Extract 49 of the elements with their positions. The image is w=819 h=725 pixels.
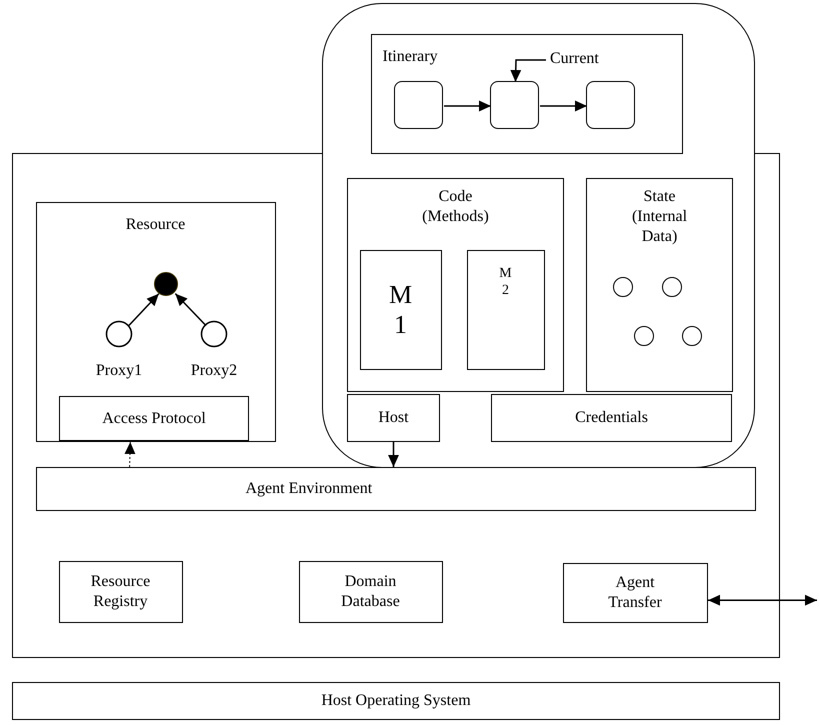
arrow bbox=[540, 100, 587, 112]
protocol-box bbox=[59, 396, 249, 441]
box-label: Host Operating System bbox=[321, 691, 471, 711]
box-label: Domain Database bbox=[340, 572, 401, 612]
credentials-box bbox=[491, 394, 732, 442]
proxy-label: Proxy2 bbox=[190, 361, 238, 381]
method-box bbox=[466, 250, 544, 370]
box-label: Host bbox=[378, 408, 409, 428]
panel-heading: State (Internal Data) bbox=[630, 187, 688, 247]
state-panel bbox=[586, 178, 733, 392]
itinerary-panel bbox=[370, 34, 682, 154]
box-label: Agent Transfer bbox=[607, 572, 663, 612]
panel-heading: Resource bbox=[126, 214, 186, 234]
itinerary-step-box bbox=[394, 81, 443, 129]
agent-container bbox=[322, 3, 755, 468]
data-circle bbox=[662, 276, 682, 296]
box-label: Access Protocol bbox=[102, 408, 206, 428]
box-label: M 1 bbox=[388, 280, 414, 340]
arrow bbox=[174, 293, 207, 326]
double-arrow bbox=[708, 594, 817, 606]
data-circle bbox=[612, 276, 632, 296]
proxy-label: Proxy1 bbox=[94, 361, 144, 381]
os-bar bbox=[12, 682, 780, 720]
data-circle bbox=[634, 326, 654, 346]
arrow bbox=[444, 100, 491, 112]
box-label: Agent Environment bbox=[246, 478, 372, 498]
method-box bbox=[360, 250, 442, 370]
dotted-arrow bbox=[124, 442, 136, 468]
platform-frame bbox=[12, 153, 780, 658]
pointer-label: Current bbox=[550, 50, 599, 67]
panel-heading: Itinerary bbox=[382, 46, 438, 66]
resource-dot bbox=[154, 272, 178, 296]
box-label: Credentials bbox=[575, 408, 648, 428]
component-box bbox=[562, 562, 708, 622]
box-label: M 2 bbox=[498, 264, 513, 298]
component-box bbox=[298, 560, 442, 622]
arrow bbox=[128, 293, 160, 326]
arrow bbox=[388, 442, 399, 467]
itinerary-step-box bbox=[586, 81, 635, 129]
arrow bbox=[510, 59, 546, 82]
panel-heading: Code (Methods) bbox=[421, 187, 490, 227]
resource-panel bbox=[36, 202, 276, 442]
box-label: Resource Registry bbox=[90, 572, 152, 612]
data-circle bbox=[682, 326, 702, 346]
environment-bar bbox=[36, 466, 756, 510]
component-box bbox=[58, 560, 182, 622]
code-panel bbox=[347, 178, 564, 392]
host-box bbox=[347, 394, 440, 442]
itinerary-step-box bbox=[490, 81, 539, 129]
